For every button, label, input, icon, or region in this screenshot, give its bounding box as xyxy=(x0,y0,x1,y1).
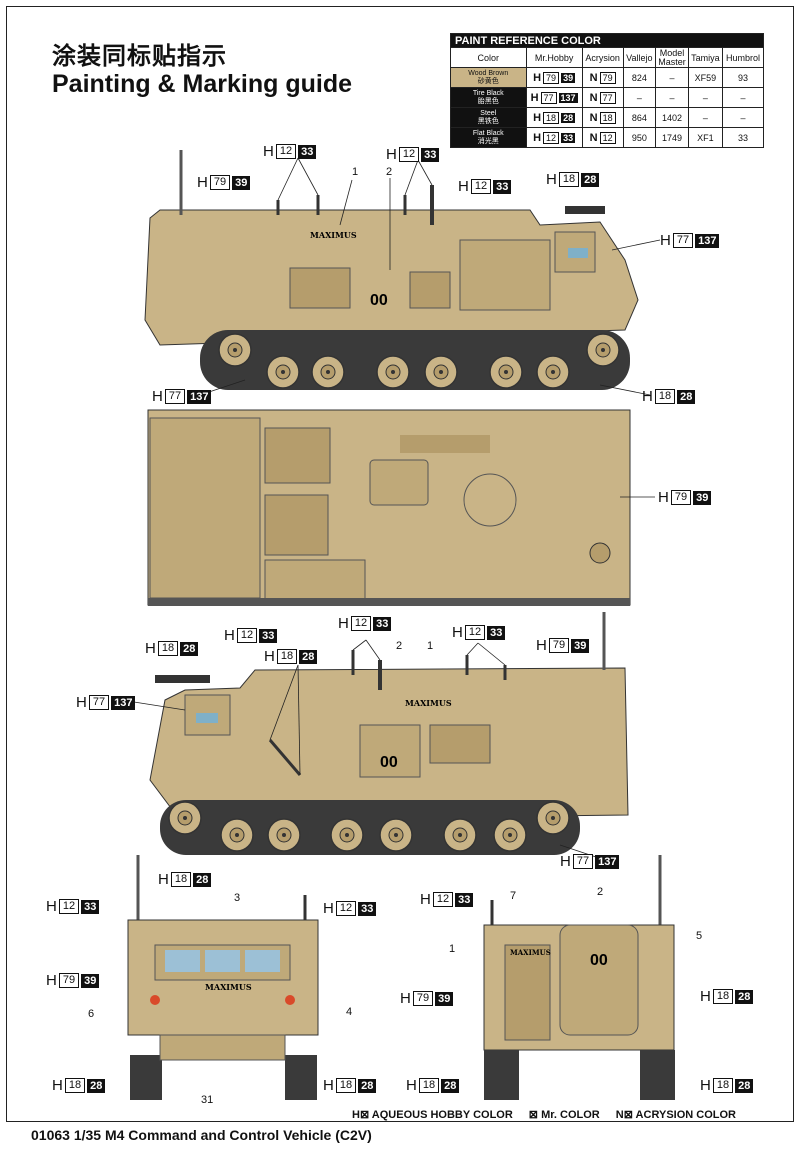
front-view: MAXIMUS xyxy=(127,855,319,1100)
title-chinese: 涂装同标贴指示 xyxy=(52,42,227,70)
legend-aqueous: H⊠ AQUEOUS HOBBY COLOR xyxy=(352,1109,513,1121)
label-31: 31 xyxy=(201,1094,214,1106)
label-2: 2 xyxy=(396,640,403,652)
top-view xyxy=(147,409,631,606)
label-1: 1 xyxy=(427,640,434,652)
leader-lines xyxy=(133,157,661,861)
legend-mr-color: ⊠ Mr. COLOR xyxy=(528,1109,600,1121)
product-footer: 01063 1/35 M4 Command and Control Vehicl… xyxy=(31,1127,372,1143)
paint-reference-table: PAINT REFERENCE COLOR Color Mr.Hobby Acr… xyxy=(450,33,765,148)
label-4: 4 xyxy=(346,1006,353,1018)
label-3: 3 xyxy=(234,892,241,904)
label-2: 2 xyxy=(597,886,604,898)
page-border xyxy=(6,6,794,1122)
label-5: 5 xyxy=(696,930,703,942)
vehicle-id-rear: 00 xyxy=(590,952,608,969)
vehicle-id-right: 00 xyxy=(380,754,398,771)
label-6: 6 xyxy=(88,1008,95,1020)
label-1: 1 xyxy=(352,166,359,178)
label-7: 7 xyxy=(510,890,517,902)
vehicle-id-left: 00 xyxy=(370,292,388,309)
vehicle-name-left: MAXIMUS xyxy=(310,230,357,240)
legend-acrysion: N⊠ ACRYSION COLOR xyxy=(615,1109,736,1121)
table-header-row: Color Mr.Hobby Acrysion Vallejo Model Ma… xyxy=(450,47,765,68)
left-side-view: MAXIMUS 00 xyxy=(144,150,639,390)
vehicle-name-right: MAXIMUS xyxy=(405,698,452,708)
color-legend: H⊠ AQUEOUS HOBBY COLOR ⊠ Mr. COLOR N⊠ AC… xyxy=(352,1108,736,1121)
vehicle-name-rear: MAXIMUS xyxy=(510,948,551,957)
title-english: Painting & Marking guide xyxy=(52,70,353,98)
rear-view: 00 MAXIMUS xyxy=(483,855,675,1100)
right-side-view: MAXIMUS 00 xyxy=(149,612,629,855)
vehicle-name-front: MAXIMUS xyxy=(205,982,252,992)
label-1: 1 xyxy=(449,943,456,955)
label-2: 2 xyxy=(386,166,393,178)
